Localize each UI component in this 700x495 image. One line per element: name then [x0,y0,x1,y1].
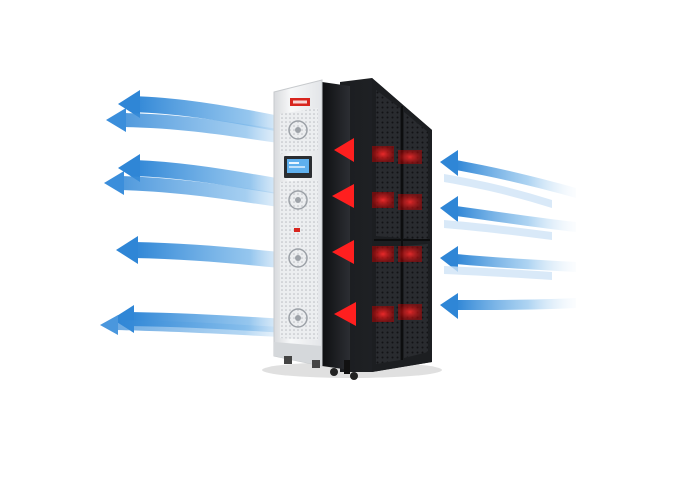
control-panel-icon [284,156,312,178]
blue-left-arrow-icon [440,246,576,272]
blue-left-arrow-icon [440,150,576,198]
fan-icon [288,248,308,268]
cooling-cabinet [262,78,442,380]
blue-left-arrow-icon [118,90,300,136]
brand-logo-icon [290,98,310,106]
fan-icon [288,190,308,210]
fan-icon [288,308,308,328]
blue-left-arrow-icon [440,196,576,232]
blue-left-arrow-icon [100,315,300,338]
red-left-arrow-icon [332,240,422,264]
blue-left-arrow-icon [116,236,300,270]
hot-air-flow [332,138,422,326]
blue-left-arrow-icon [106,108,300,146]
blue-left-arrow-icon [444,220,552,240]
unit-front-panel [273,79,323,368]
blue-left-arrow-icon [104,171,300,210]
red-left-arrow-icon [334,302,422,326]
blue-left-arrow-icon [118,154,300,198]
blue-left-arrow-icon [444,174,552,208]
fan-icon [288,120,308,140]
blue-left-arrow-icon [440,293,576,319]
red-left-arrow-icon [332,184,422,210]
blue-left-arrow-icon [444,266,552,280]
red-left-arrow-icon [334,138,422,164]
rack-body [340,78,432,372]
cool-air-outflow [100,90,300,338]
cool-air-inflow [440,150,576,319]
